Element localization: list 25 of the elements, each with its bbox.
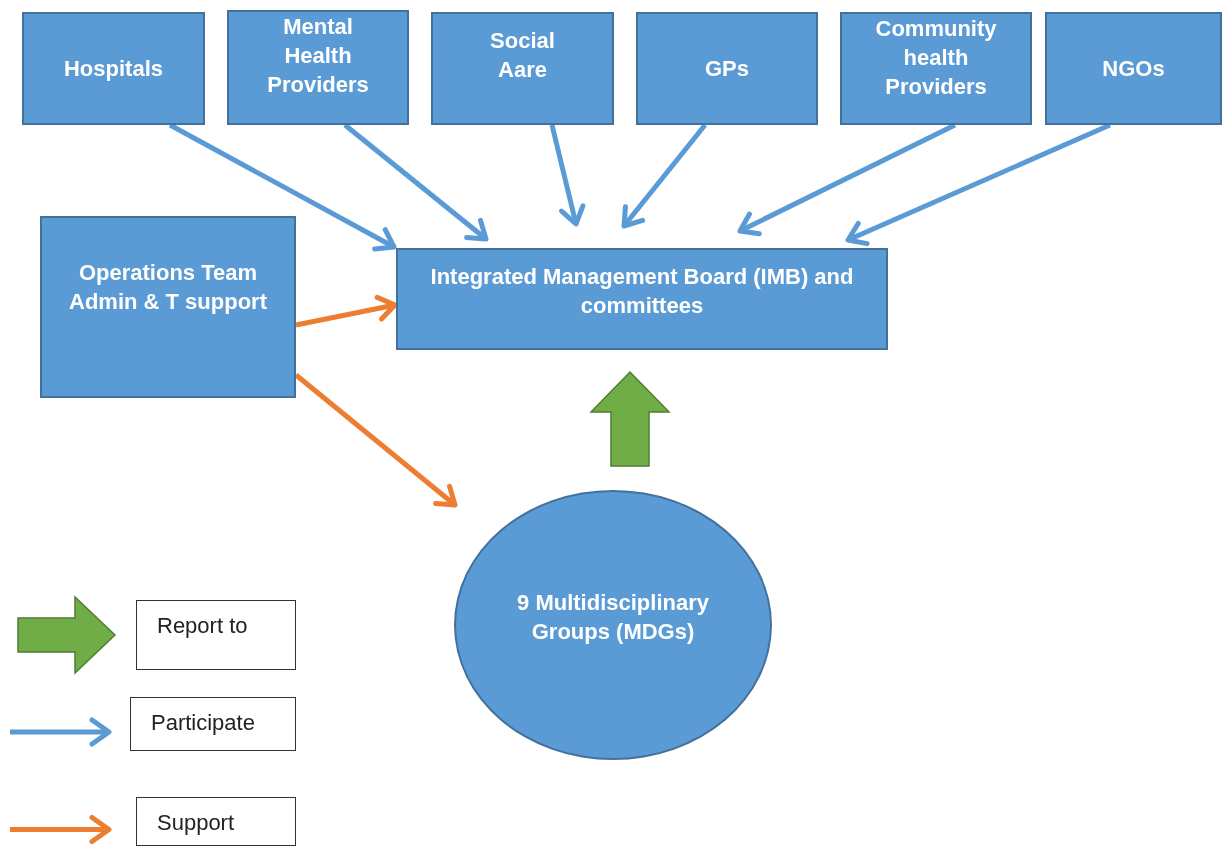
process-box: [840, 12, 1032, 125]
node-label: Community health Providers: [874, 15, 998, 101]
node-label: NGOs: [1102, 55, 1165, 83]
process-box: [396, 248, 888, 350]
node-label: Integrated Management Board (IMB) and committees: [429, 263, 855, 320]
arrow: [549, 124, 586, 227]
process-box: [227, 10, 409, 125]
node-label: 9 Multidisciplinary Groups (MDGs): [516, 589, 710, 646]
arrow: [295, 294, 398, 328]
node-label: Hospitals: [64, 55, 163, 83]
legend-label: Participate: [130, 697, 296, 751]
legend-label: Support: [136, 797, 296, 846]
process-box: [22, 12, 205, 125]
process-box: [636, 12, 818, 125]
process-box: [431, 12, 614, 125]
node-label: Operations Team Admin & T support: [68, 259, 268, 316]
arrow: [343, 123, 489, 242]
node-label: Social Aare: [489, 27, 556, 84]
legend-label: Report to: [136, 600, 296, 670]
arrow: [621, 123, 707, 229]
node-label: GPs: [705, 55, 749, 83]
process-box: [40, 216, 296, 398]
node-label: Mental Health Providers: [266, 13, 370, 99]
process-box: [1045, 12, 1222, 125]
block-arrow: [589, 370, 671, 467]
